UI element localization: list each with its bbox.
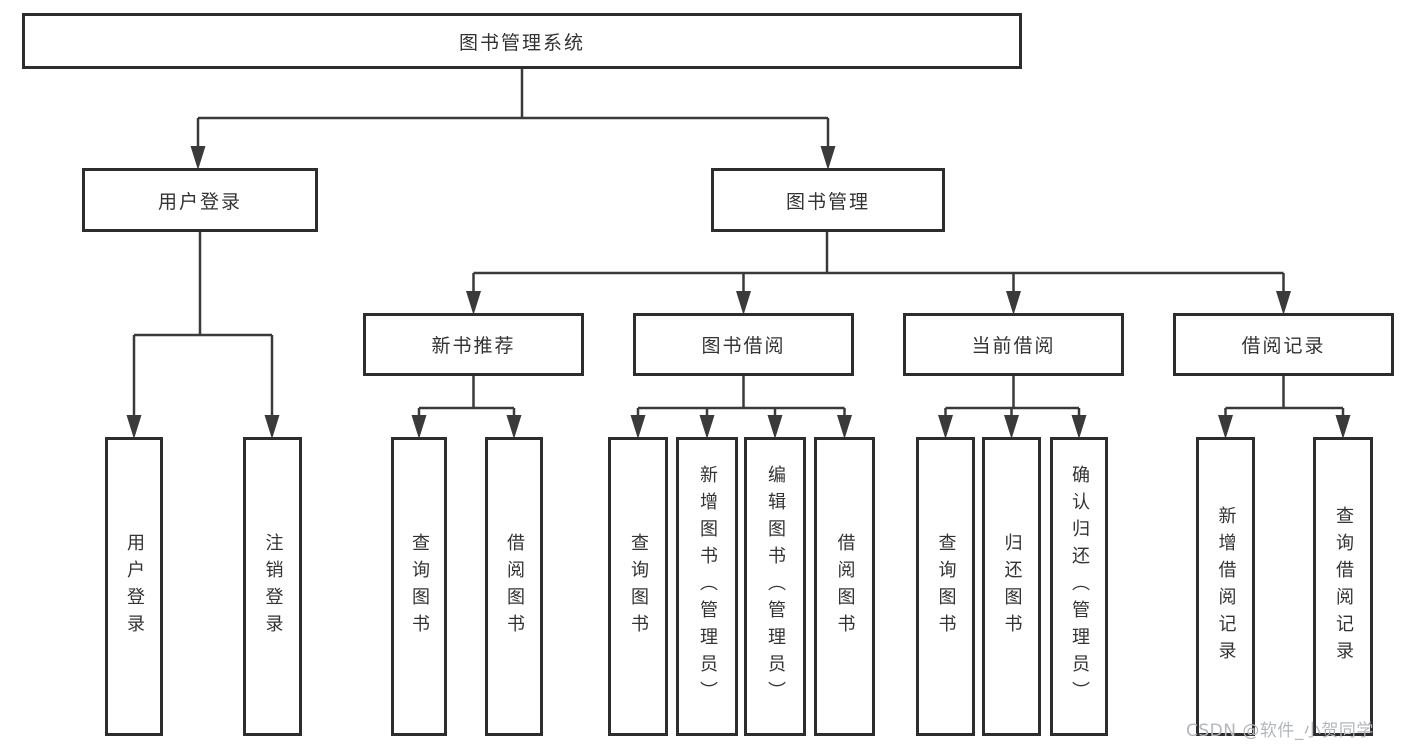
leaf-confirm-return-admin-label: 确认归还（管理员） xyxy=(1069,465,1090,708)
leaf-add-book-admin-label: 新增图书（管理员） xyxy=(697,465,718,708)
node-current-borrow: 当前借阅 xyxy=(903,313,1124,376)
node-book-management-label: 图书管理 xyxy=(785,190,870,213)
leaf-borrow-book-borrow-label: 借阅图书 xyxy=(834,532,856,641)
leaf-return-book-label: 归还图书 xyxy=(1001,532,1023,641)
leaf-user-login-label: 用户登录 xyxy=(124,532,145,641)
leaf-borrow-book-recommend-label: 借阅图书 xyxy=(504,532,525,641)
leaf-confirm-return-admin: 确认归还（管理员） xyxy=(1050,437,1108,736)
node-book-borrow: 图书借阅 xyxy=(633,313,854,376)
leaf-query-book-recommend-label: 查询图书 xyxy=(409,532,430,641)
node-borrow-record-label: 借阅记录 xyxy=(1241,335,1326,357)
node-borrow-record: 借阅记录 xyxy=(1173,313,1394,376)
leaf-query-book-current-label: 查询图书 xyxy=(935,532,957,641)
leaf-query-book-borrow-label: 查询图书 xyxy=(628,532,649,641)
arrowhead-icons xyxy=(126,146,1351,439)
csdn-watermark: CSDN @软件_小贺同学 xyxy=(1186,721,1374,741)
node-root-system: 图书管理系统 xyxy=(22,13,1022,69)
leaf-query-borrow-record: 查询借阅记录 xyxy=(1313,437,1373,736)
node-book-management: 图书管理 xyxy=(711,168,945,232)
node-user-login: 用户登录 xyxy=(82,168,318,232)
node-root-system-label: 图书管理系统 xyxy=(458,31,585,54)
leaf-query-book-recommend: 查询图书 xyxy=(391,437,447,736)
leaf-logout: 注销登录 xyxy=(243,437,302,736)
node-new-book-recommend-label: 新书推荐 xyxy=(431,335,516,357)
leaf-add-borrow-record-label: 新增借阅记录 xyxy=(1215,505,1237,668)
node-user-login-label: 用户登录 xyxy=(157,190,242,213)
leaf-query-book-borrow: 查询图书 xyxy=(608,437,668,736)
leaf-query-borrow-record-label: 查询借阅记录 xyxy=(1333,505,1354,668)
connector-lines xyxy=(132,69,1345,432)
leaf-borrow-book-recommend: 借阅图书 xyxy=(485,437,543,736)
leaf-add-book-admin: 新增图书（管理员） xyxy=(676,437,738,736)
leaf-edit-book-admin-label: 编辑图书（管理员） xyxy=(765,465,786,708)
leaf-logout-label: 注销登录 xyxy=(262,532,284,641)
leaf-borrow-book-borrow: 借阅图书 xyxy=(814,437,875,736)
leaf-edit-book-admin: 编辑图书（管理员） xyxy=(744,437,806,736)
node-book-borrow-label: 图书借阅 xyxy=(701,335,786,357)
leaf-return-book: 归还图书 xyxy=(982,437,1041,736)
leaf-user-login: 用户登录 xyxy=(105,437,163,736)
node-current-borrow-label: 当前借阅 xyxy=(971,335,1056,357)
node-new-book-recommend: 新书推荐 xyxy=(363,313,584,376)
leaf-add-borrow-record: 新增借阅记录 xyxy=(1196,437,1255,736)
leaf-query-book-current: 查询图书 xyxy=(916,437,975,736)
